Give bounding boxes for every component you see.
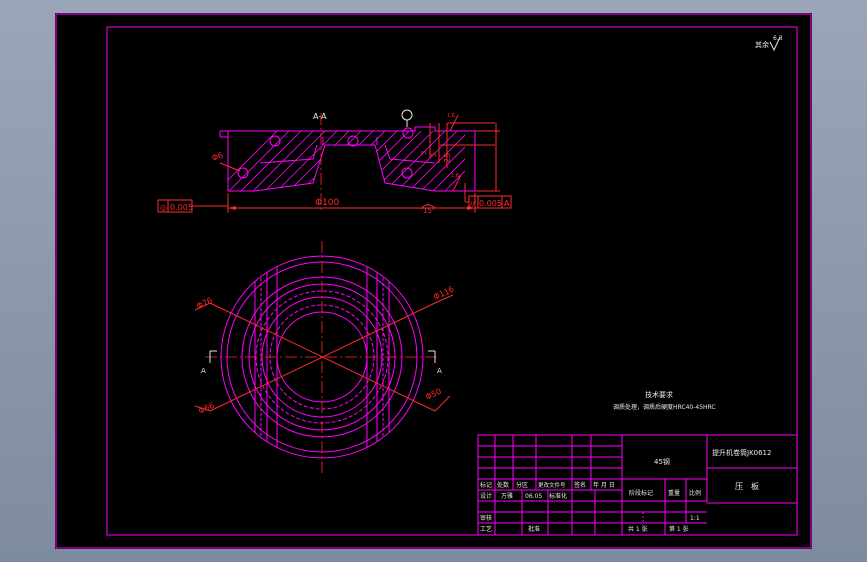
roughness-mark: 1.6: [447, 113, 459, 132]
tb-drawing-title: 提升机卷筒JK0612: [712, 448, 771, 457]
dim-76: Φ76: [195, 296, 214, 311]
dim-50: Φ50: [424, 387, 443, 402]
tb-header-count: 处数: [497, 481, 509, 489]
section-hole: [402, 127, 414, 139]
plan-slot-lines: [254, 256, 390, 458]
tolerance-left-value: 0.005: [170, 203, 193, 212]
tb-scale-value: 1:1: [690, 515, 700, 522]
tb-design-date: 06.05: [525, 493, 542, 500]
tb-weight-label: 重量: [668, 489, 680, 497]
drawing-sheet: 其余 6.3 A-A: [55, 13, 812, 549]
dim-66: Φ66: [197, 401, 216, 416]
tech-notes-title: 技术要求: [645, 390, 673, 399]
tb-approve-label: 批准: [528, 525, 540, 533]
tb-sheet-no: 第 1 张: [669, 525, 689, 533]
section-view: A-A: [157, 109, 512, 215]
tolerance-right-value: 0.005: [479, 199, 502, 208]
roughness-general-symbol: 其余 6.3: [755, 35, 783, 52]
roughness-value: 1.6: [451, 173, 459, 179]
dim-top-small: 3: [420, 151, 428, 155]
section-outline: [220, 126, 476, 192]
tb-sheets-total: 共 1 张: [628, 525, 648, 533]
tolerance-left-symbol: ◎: [160, 203, 167, 212]
tolerance-right-symbol: //: [470, 200, 475, 208]
roughness-value: 1.6: [447, 113, 455, 119]
tb-process-label: 工艺: [480, 525, 492, 533]
dim-top-mid: 5: [430, 153, 438, 157]
plan-view: A A Φ76 Φ116 Φ66 Φ50: [194, 241, 455, 473]
cad-drawing: 其余 6.3 A-A: [55, 13, 812, 549]
roughness-general-label: 其余: [755, 40, 769, 49]
roughness-general-value: 6.3: [773, 35, 783, 42]
dim-height: 25: [443, 153, 452, 163]
roughness-mark: 1.6: [451, 173, 462, 192]
tb-stage-label: 阶段标记: [629, 489, 653, 497]
tb-std-label: 标准化: [549, 492, 567, 500]
dim-angle: 15°: [423, 207, 435, 215]
tb-header-mark: 标记: [480, 481, 492, 489]
tolerance-frame-right: // 0.005 A: [464, 183, 512, 209]
section-hole: [401, 167, 413, 179]
tb-material: 45钢: [654, 457, 670, 466]
detail-balloon: [401, 109, 413, 121]
tb-design-name: 万雅: [501, 492, 513, 500]
outer-frame: [55, 13, 812, 549]
tolerance-right-datum: A: [504, 199, 510, 208]
tb-header-docno: 更改文件号: [538, 481, 566, 489]
tech-notes-line1: 调质处理，调质后硬度HRC40-45HRC: [613, 403, 716, 411]
dim-hole: Φ6: [211, 151, 225, 163]
tb-header-zone: 分区: [516, 481, 528, 489]
title-block: 标记 处数 分区 更改文件号 签名 年 月 日 设计 万雅 06.05 标准化 …: [477, 434, 798, 536]
inner-frame: [106, 26, 798, 536]
dim-bottom-diameter: Φ100: [315, 198, 340, 208]
view-mark-right: A: [437, 367, 442, 375]
section-hole: [347, 135, 359, 147]
tb-scale-label: 比例: [689, 489, 701, 497]
tb-header-sign: 签名: [574, 481, 586, 489]
tb-header-date: 年 月 日: [593, 481, 615, 489]
section-hole: [237, 167, 249, 179]
section-label: A-A: [313, 112, 327, 121]
tb-part-name: 压板: [735, 481, 767, 491]
tb-design-label: 设计: [480, 492, 492, 500]
section-hole: [269, 135, 281, 147]
tolerance-frame-left: ◎ 0.005: [157, 199, 228, 213]
tb-check-label: 审核: [480, 514, 492, 522]
view-mark-left: A: [201, 367, 206, 375]
